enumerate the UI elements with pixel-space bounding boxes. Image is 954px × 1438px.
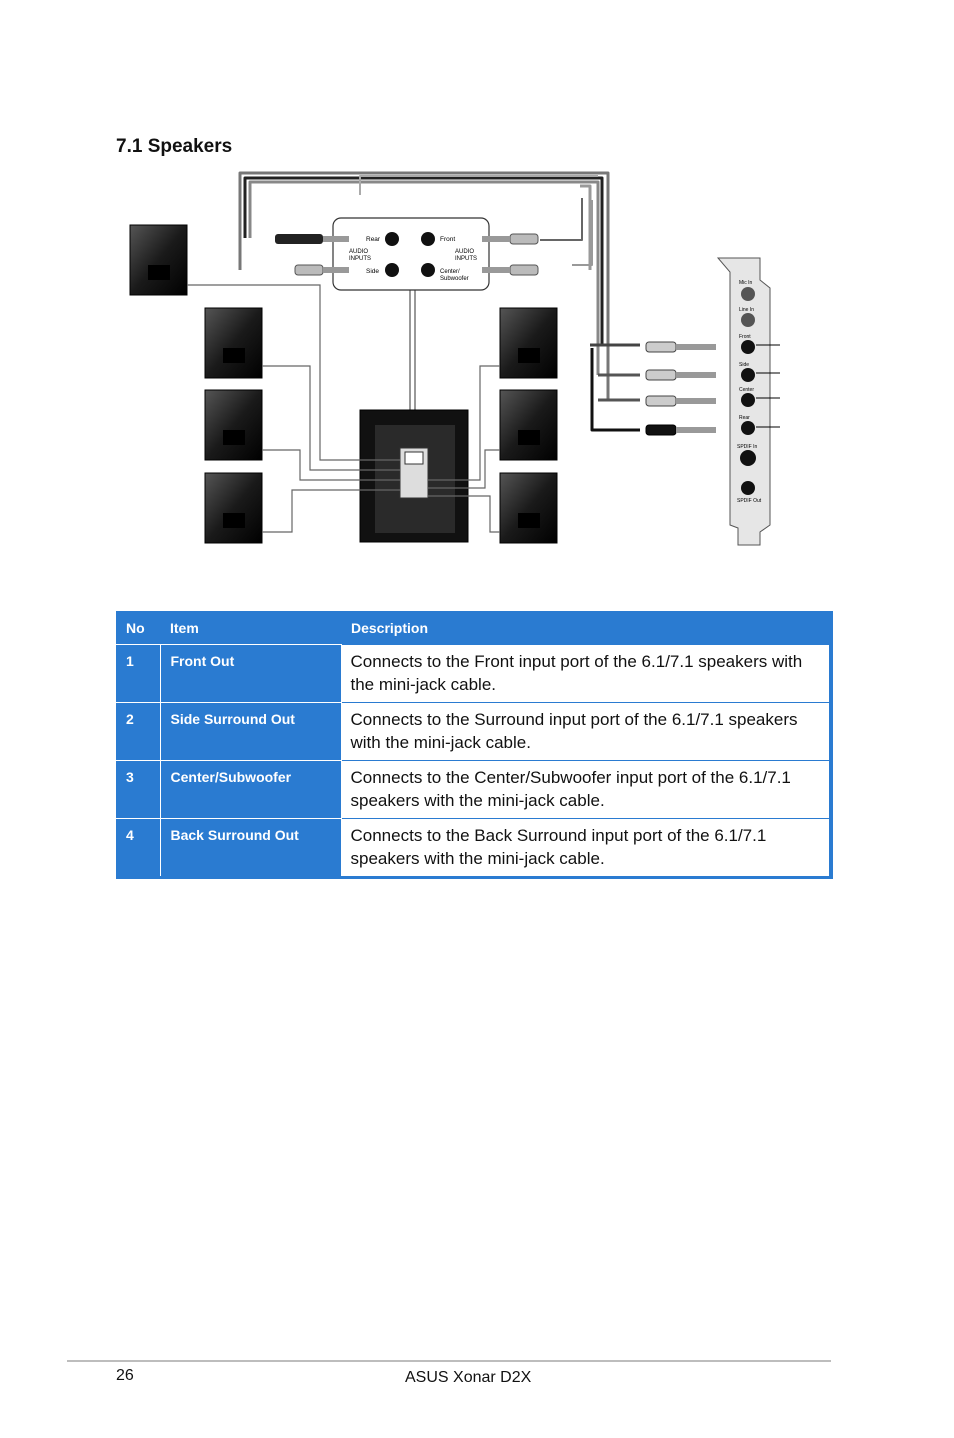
- rear-label: Rear: [366, 236, 381, 243]
- table-header-row: No Item Description: [116, 611, 831, 645]
- front-label: Front: [440, 236, 455, 243]
- speaker-front-left-top: [129, 224, 188, 296]
- row-description: Connects to the Back Surround input port…: [341, 818, 833, 879]
- side-label: Side: [366, 268, 379, 275]
- card-plugs: [645, 341, 716, 436]
- audio-splitter-box: Rear Side AUDIO INPUTS Front AUDIO INPUT…: [332, 217, 490, 291]
- sound-card-bracket: Mic In Line In Front Side Center Rear SP…: [716, 257, 771, 546]
- port-spdif-in: SPDIF In: [737, 444, 758, 450]
- row-number: 1: [116, 644, 161, 703]
- table-row: 1 Front Out Connects to the Front input …: [116, 644, 833, 703]
- header-item: Item: [170, 620, 199, 636]
- speaker-wires: [187, 284, 500, 533]
- port-line-in: Line In: [739, 307, 754, 313]
- port-rear: Rear: [739, 415, 750, 421]
- row-number: 3: [116, 760, 161, 819]
- port-mic-in: Mic In: [739, 280, 753, 286]
- callout-leaders: [756, 344, 780, 428]
- center-label-1: Center/: [440, 269, 460, 275]
- row-item: Back Surround Out: [160, 818, 342, 879]
- port-side: Side: [739, 362, 749, 368]
- header-no: No: [126, 620, 145, 636]
- speaker-connection-diagram: Rear Side AUDIO INPUTS Front AUDIO INPUT…: [129, 171, 780, 546]
- audio-inputs-left-2: INPUTS: [349, 256, 371, 262]
- audio-inputs-left-1: AUDIO: [349, 249, 368, 255]
- speaker-left-2: [204, 389, 263, 461]
- splitter-plugs: [275, 233, 539, 276]
- document-name: ASUS Xonar D2X: [405, 1369, 532, 1386]
- table-row: 4 Back Surround Out Connects to the Back…: [116, 818, 833, 879]
- page-number: 26: [116, 1367, 134, 1384]
- footer-divider: [67, 1360, 831, 1362]
- speaker-right-2: [499, 389, 558, 461]
- table-row: 3 Center/Subwoofer Connects to the Cente…: [116, 760, 833, 819]
- row-description: Connects to the Center/Subwoofer input p…: [341, 760, 833, 819]
- row-description: Connects to the Front input port of the …: [341, 644, 833, 703]
- row-item: Center/Subwoofer: [160, 760, 342, 819]
- speaker-left-1: [204, 307, 263, 379]
- row-item: Side Surround Out: [160, 702, 342, 761]
- table-row: 2 Side Surround Out Connects to the Surr…: [116, 702, 833, 761]
- audio-inputs-right-2: INPUTS: [455, 256, 477, 262]
- header-description: Description: [351, 620, 429, 636]
- port-description-table: No Item Description 1 Front Out Connects…: [116, 611, 833, 879]
- speaker-left-3: [204, 472, 263, 544]
- row-description: Connects to the Surround input port of t…: [341, 702, 833, 761]
- subwoofer-feed-lines: [409, 290, 416, 412]
- section-title: 7.1 Speakers: [116, 136, 233, 157]
- row-item: Front Out: [160, 644, 342, 703]
- port-front: Front: [739, 334, 751, 340]
- speaker-right-3: [499, 472, 558, 544]
- audio-inputs-right-1: AUDIO: [455, 249, 474, 255]
- row-number: 4: [116, 818, 161, 879]
- port-spdif-out: SPDIF Out: [737, 498, 762, 504]
- row-number: 2: [116, 702, 161, 761]
- speaker-right-1: [499, 307, 558, 379]
- center-label-2: Subwoofer: [440, 276, 469, 282]
- cable-bundle: [238, 171, 640, 432]
- subwoofer: [359, 409, 469, 543]
- port-center: Center: [739, 387, 754, 393]
